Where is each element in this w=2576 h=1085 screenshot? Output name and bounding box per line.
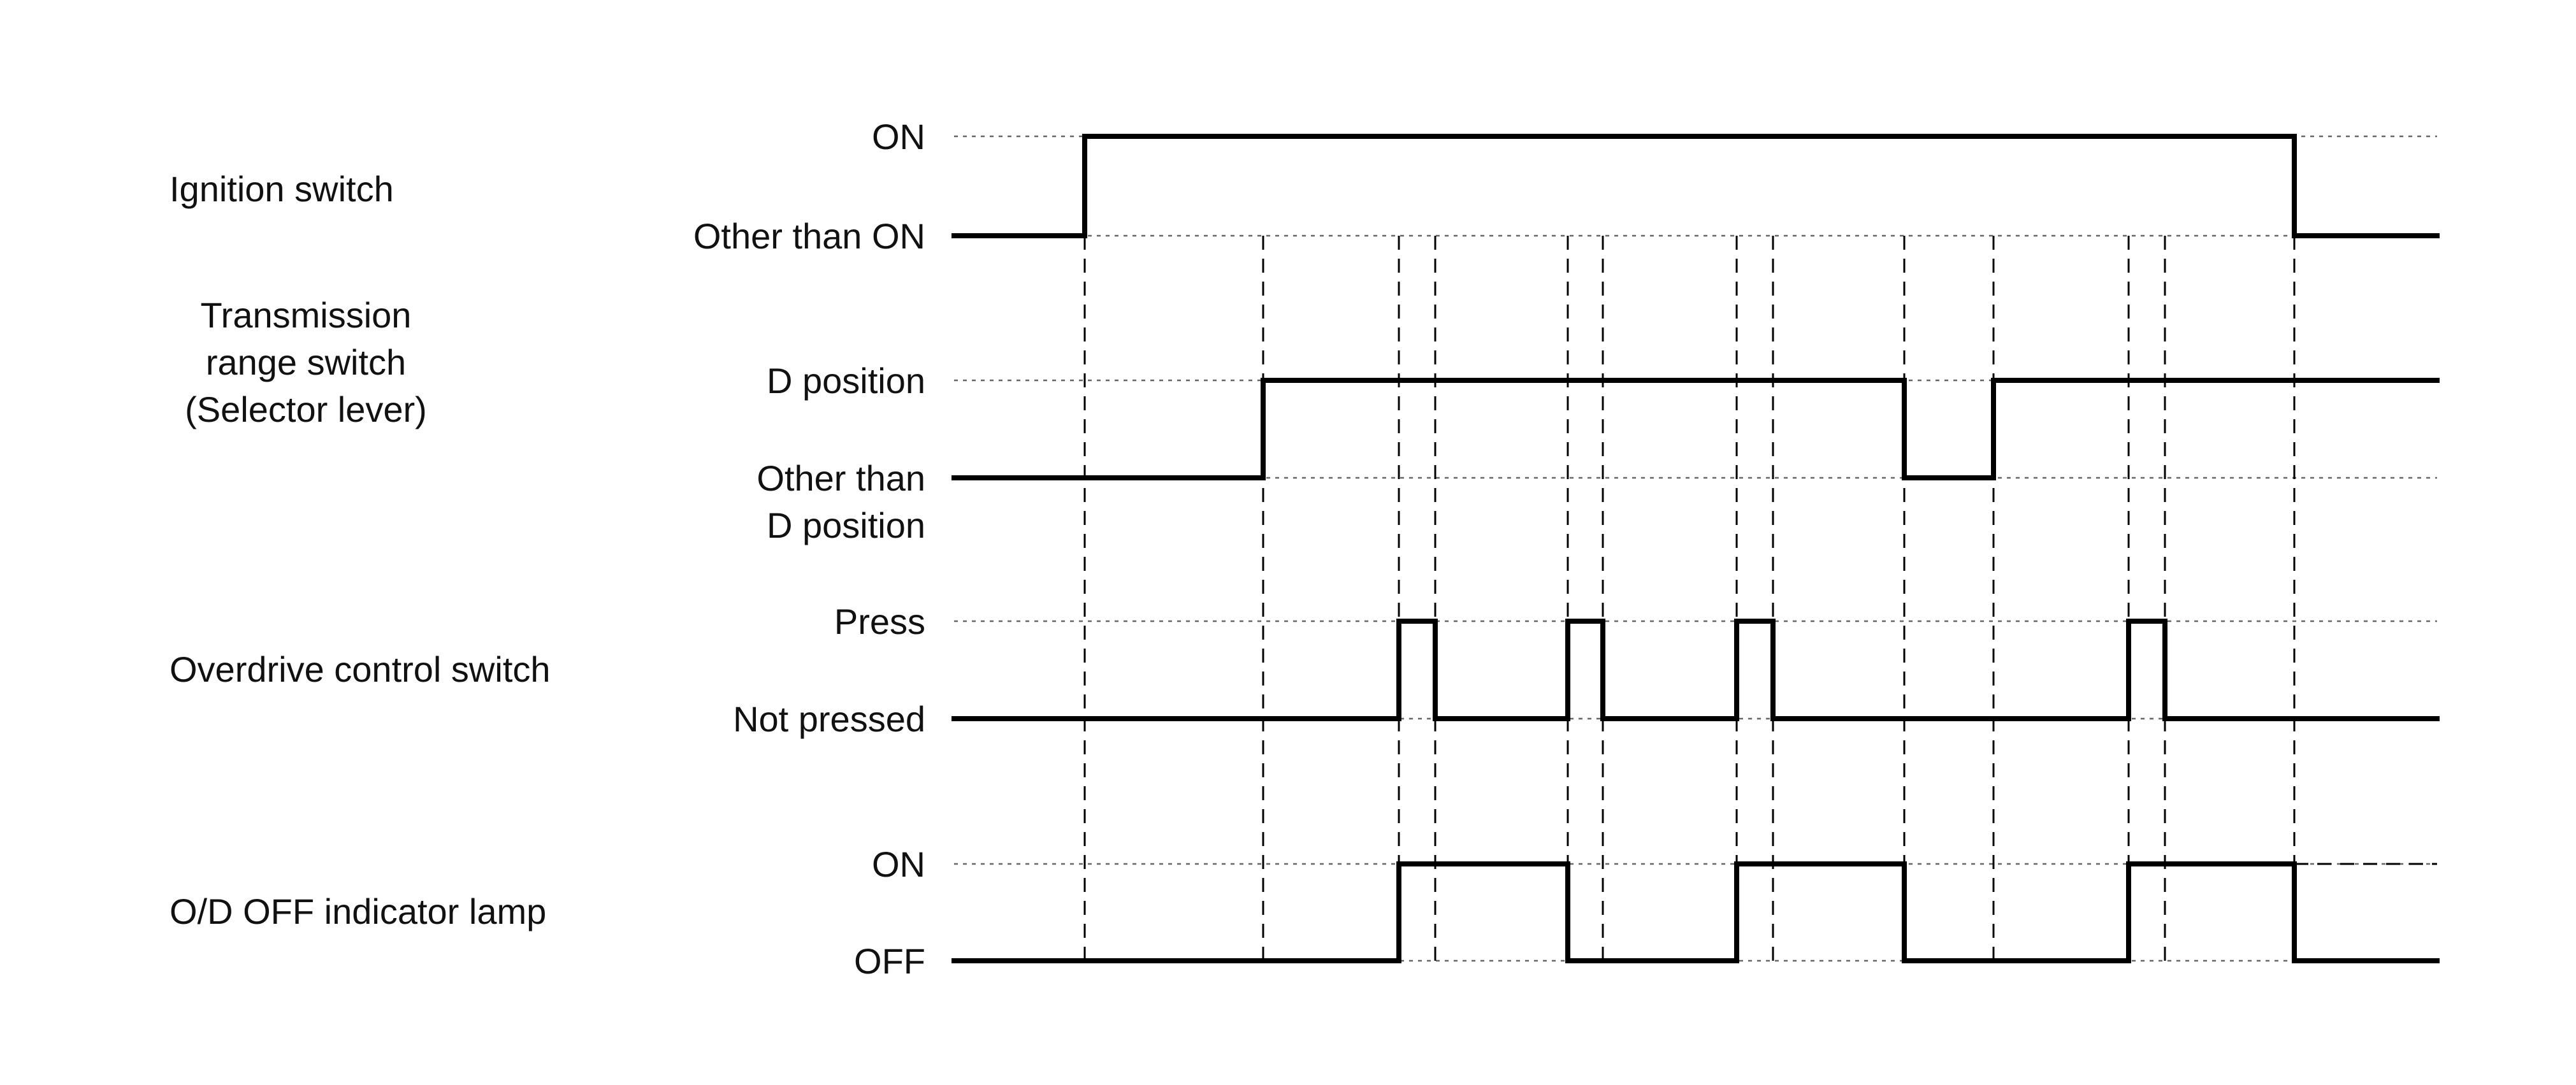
od_lamp-waveform <box>952 861 2440 963</box>
ignition-high-label-line: ON <box>872 117 925 157</box>
ignition-high-label: ON <box>872 117 925 157</box>
transmission-name: Transmission range switch (Selector lever) <box>185 295 427 429</box>
transmission-name-line: (Selector lever) <box>185 389 427 429</box>
od_lamp-name: O/D OFF indicator lamp <box>170 891 546 931</box>
od_lamp-low-label: OFF <box>854 941 925 981</box>
transmission-low-label-line: D position <box>767 505 925 545</box>
overdrive-high-label-line: Press <box>834 601 925 642</box>
ignition-waveform <box>952 134 2440 238</box>
overdrive-low-label-line: Not pressed <box>733 699 925 739</box>
od_lamp-high-label-line: ON <box>872 844 925 884</box>
transmission-low-label: Other than D position <box>756 458 925 545</box>
transmission-name-line: range switch <box>206 342 406 382</box>
ignition-low-label: Other than ON <box>693 216 925 256</box>
od_lamp-low-label-line: OFF <box>854 941 925 981</box>
od_lamp-name-line: O/D OFF indicator lamp <box>170 891 546 931</box>
ignition-name: Ignition switch <box>170 169 394 209</box>
od_lamp-high-label: ON <box>872 844 925 884</box>
transmission-high-label: D position <box>767 361 925 401</box>
overdrive-waveform <box>952 619 2440 721</box>
overdrive-name-line: Overdrive control switch <box>170 649 551 689</box>
transmission-high-label-line: D position <box>767 361 925 401</box>
overdrive-name: Overdrive control switch <box>170 649 551 689</box>
ignition-name-line: Ignition switch <box>170 169 394 209</box>
ignition-low-label-line: Other than ON <box>693 216 925 256</box>
signal-waveforms <box>952 134 2440 963</box>
transmission-waveform <box>952 378 2440 480</box>
transmission-name-line: Transmission <box>201 295 412 335</box>
overdrive-high-label: Press <box>834 601 925 642</box>
event-markers <box>1083 236 2437 961</box>
overdrive-low-label: Not pressed <box>733 699 925 739</box>
reference-lines <box>954 135 2437 962</box>
transmission-low-label-line: Other than <box>756 458 925 498</box>
